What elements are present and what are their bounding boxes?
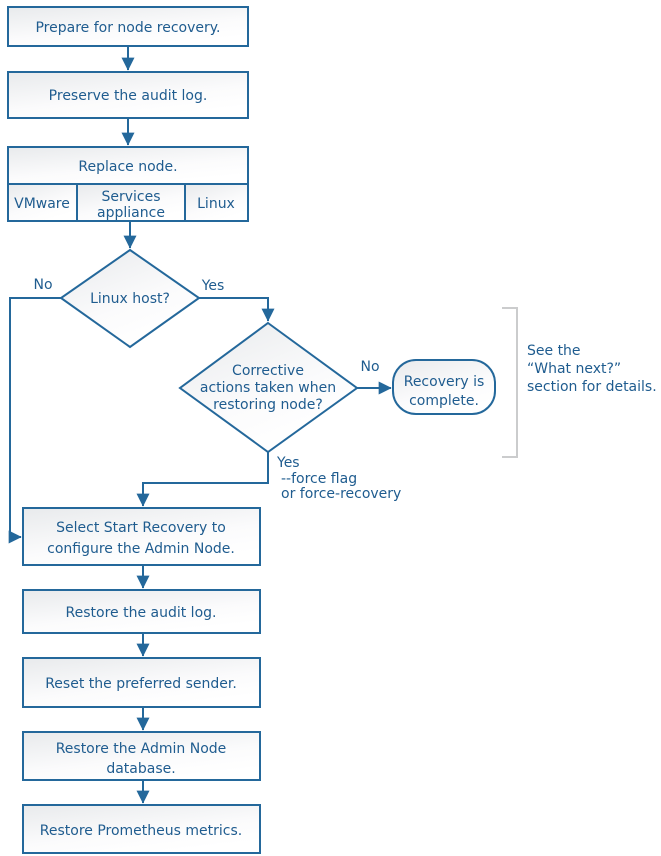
annotation-line3: section for details. [527,379,657,395]
decision-corrective-actions [178,321,359,454]
node-select-start-box [22,507,261,566]
node-select-start-label-line1: Select Start Recovery to [56,520,226,536]
node-restore-prometheus-label: Restore Prometheus metrics. [40,823,242,839]
terminator-recovery-complete [392,359,496,415]
edge-label-force-recovery: or force-recovery [281,486,401,502]
node-restore-db-box [22,731,261,781]
edge-corrective-yes [136,452,269,507]
node-replace-services-label-line2: appliance [97,205,165,221]
side-bracket [502,307,518,458]
edge-label-linuxhost-no: No [33,277,52,293]
node-replace-vmware-label: VMware [14,196,70,212]
node-preserve-box [7,71,249,119]
node-prepare-box [7,6,249,47]
node-replace-label: Replace node. [78,159,177,175]
decision-corrective-label-line1: Corrective [232,363,304,379]
node-replace-services-label-line1: Services [101,189,160,205]
decision-corrective-label-line3: restoring node? [213,397,323,413]
terminator-recovery-label-line1: Recovery is [404,374,485,390]
decision-linux-host [59,248,201,349]
node-select-start-label-line2: configure the Admin Node. [47,541,235,557]
decision-corrective-label-line2: actions taken when [200,380,336,396]
node-replace-linux-label: Linux [197,196,235,212]
node-replace-box [7,146,249,185]
node-restore-prometheus-box [22,804,261,854]
node-reset-sender-label: Reset the preferred sender. [45,676,237,692]
node-preserve-label: Preserve the audit log. [49,88,208,104]
node-restore-audit-box [22,589,261,634]
decision-linux-host-label: Linux host? [90,291,170,307]
annotation-line1: See the [527,343,581,359]
node-restore-db-label-line2: database. [106,761,175,777]
edge-label-corrective-yes: Yes [276,455,300,471]
annotation-line2: “What next?” [527,361,621,377]
node-restore-audit-label: Restore the audit log. [66,605,217,621]
edge-label-corrective-no: No [360,359,379,375]
terminator-recovery-label-line2: complete. [409,393,479,409]
node-replace-linux-cell [184,183,249,222]
edge-linuxhost-yes [199,297,275,322]
node-prepare-label: Prepare for node recovery. [35,20,220,36]
edge-linuxhost-no [8,297,61,544]
edge-label-linuxhost-yes: Yes [201,278,225,294]
node-restore-db-label-line1: Restore the Admin Node [56,741,227,757]
node-reset-sender-box [22,657,261,708]
edge-label-force-flag: --force flag [281,471,357,487]
